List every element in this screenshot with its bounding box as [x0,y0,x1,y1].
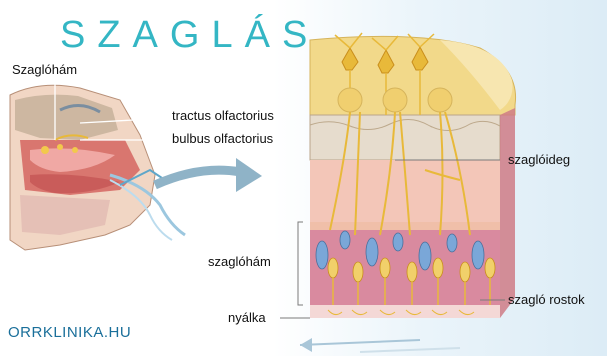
epithelium-bracket [298,222,303,305]
label-mucus: nyálka [228,310,266,325]
direction-arrow [155,170,240,185]
head-section [10,85,185,250]
airflow-line [360,348,460,352]
label-epithelium-top: Szaglóhám [12,62,77,77]
airflow-line [300,340,420,345]
label-bulb: bulbus olfactorius [172,131,273,146]
label-fibers: szagló rostok [508,292,585,307]
airflow-arrowhead [300,338,312,352]
arrow-head [236,158,262,192]
label-epithelium: szaglóhám [208,254,271,269]
brand-watermark: ORRKLINIKA.HU [8,324,131,341]
label-nerve: szaglóideg [508,152,570,167]
tissue-block [310,33,516,318]
label-tract: tractus olfactorius [172,108,274,123]
page-title: SZAGLÁS [60,14,319,57]
